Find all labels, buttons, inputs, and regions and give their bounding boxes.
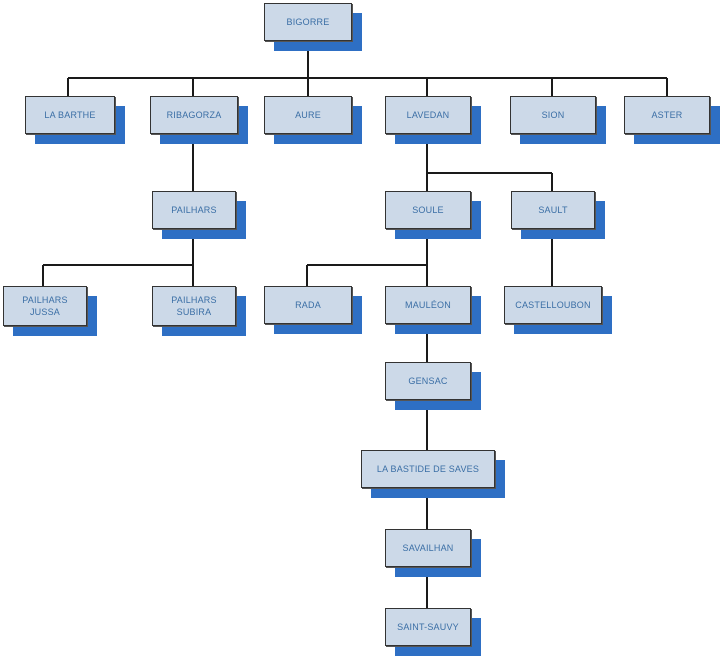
node-box[interactable]: SOULE [385,191,471,229]
node-pailhars-jussa[interactable]: PAILHARS JUSSA [3,286,97,336]
node-label: RIBAGORZA [166,110,222,120]
node-box[interactable]: ASTER [624,96,710,134]
node-castelloubon[interactable]: CASTELLOUBON [504,286,612,334]
node-rada[interactable]: RADA [264,286,362,334]
node-label: PAILHARS JUSSA [22,295,68,317]
node-label: SION [541,110,565,120]
node-lavedan[interactable]: LAVEDAN [385,96,481,144]
node-label: RADA [295,300,321,310]
node-label: CASTELLOUBON [515,300,591,310]
node-label: SAINT-SAUVY [397,622,459,632]
node-box[interactable]: SAINT-SAUVY [385,608,471,646]
node-label: MAULÉON [405,300,451,310]
node-bigorre[interactable]: BIGORRE [264,3,362,51]
node-box[interactable]: SION [510,96,596,134]
node-soule[interactable]: SOULE [385,191,481,239]
node-box[interactable]: LA BASTIDE DE SAVES [361,450,495,488]
node-box[interactable]: AURE [264,96,352,134]
node-pailhars-subira[interactable]: PAILHARS SUBIRA [152,286,246,336]
node-label: LA BASTIDE DE SAVES [376,464,480,474]
node-box[interactable]: LA BARTHE [25,96,115,134]
node-label: GENSAC [408,376,448,386]
node-label: LA BARTHE [44,110,96,120]
node-box[interactable]: PAILHARS JUSSA [3,286,87,326]
node-box[interactable]: LAVEDAN [385,96,471,134]
node-sault[interactable]: SAULT [511,191,605,239]
node-la-barthe[interactable]: LA BARTHE [25,96,125,144]
node-box[interactable]: RADA [264,286,352,324]
node-label: PAILHARS SUBIRA [171,295,217,317]
node-la-bastide[interactable]: LA BASTIDE DE SAVES [361,450,505,498]
node-box[interactable]: RIBAGORZA [150,96,238,134]
node-pailhars[interactable]: PAILHARS [152,191,246,239]
node-label: LAVEDAN [406,110,450,120]
node-box[interactable]: MAULÉON [385,286,471,324]
node-box[interactable]: PAILHARS [152,191,236,229]
node-ribagorza[interactable]: RIBAGORZA [150,96,248,144]
node-box[interactable]: CASTELLOUBON [504,286,602,324]
node-label: SOULE [412,205,444,215]
node-label: PAILHARS [171,205,217,215]
node-box[interactable]: BIGORRE [264,3,352,41]
node-label: SAULT [538,205,568,215]
node-sion[interactable]: SION [510,96,606,144]
node-aure[interactable]: AURE [264,96,362,144]
node-aster[interactable]: ASTER [624,96,720,144]
node-saint-sauvy[interactable]: SAINT-SAUVY [385,608,481,656]
node-box[interactable]: GENSAC [385,362,471,400]
node-box[interactable]: PAILHARS SUBIRA [152,286,236,326]
node-label: ASTER [651,110,683,120]
node-label: BIGORRE [286,17,330,27]
node-label: SAVAILHAN [402,543,454,553]
node-mauleon[interactable]: MAULÉON [385,286,481,334]
node-box[interactable]: SAVAILHAN [385,529,471,567]
node-label: AURE [295,110,321,120]
node-gensac[interactable]: GENSAC [385,362,481,410]
node-savailhan[interactable]: SAVAILHAN [385,529,481,577]
node-box[interactable]: SAULT [511,191,595,229]
